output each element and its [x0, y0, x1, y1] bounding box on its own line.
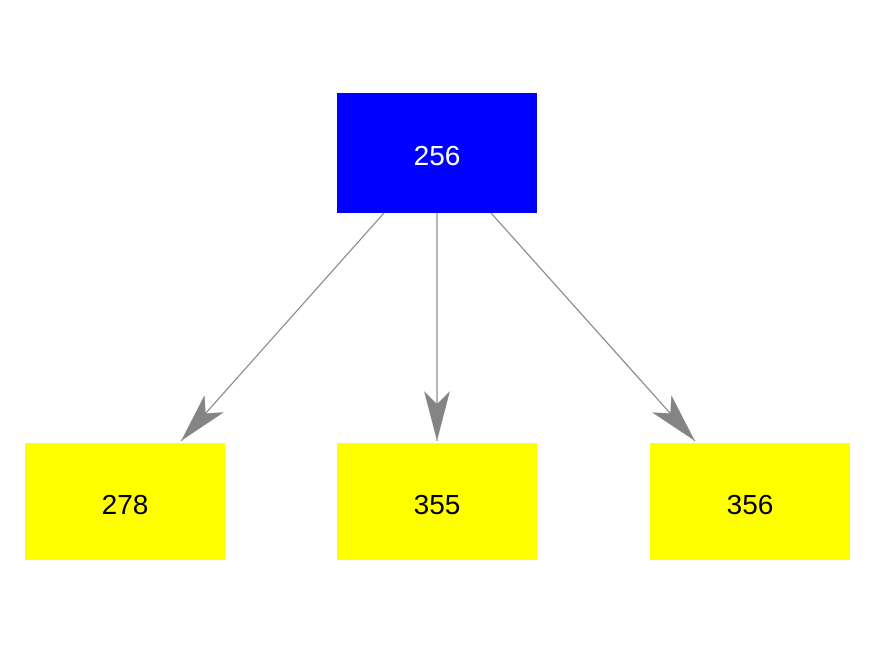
edge-arrow	[180, 212, 385, 442]
node-256[interactable]: 256	[337, 93, 537, 213]
node-label: 256	[413, 140, 461, 171]
edge-arrow	[490, 212, 696, 442]
node-label: 355	[413, 488, 461, 520]
node-label: 356	[726, 488, 774, 520]
node-356[interactable]: 356	[650, 443, 850, 560]
node-355[interactable]: 355	[337, 443, 537, 560]
node-label: 278	[101, 488, 149, 520]
node-278[interactable]: 278	[25, 443, 225, 560]
